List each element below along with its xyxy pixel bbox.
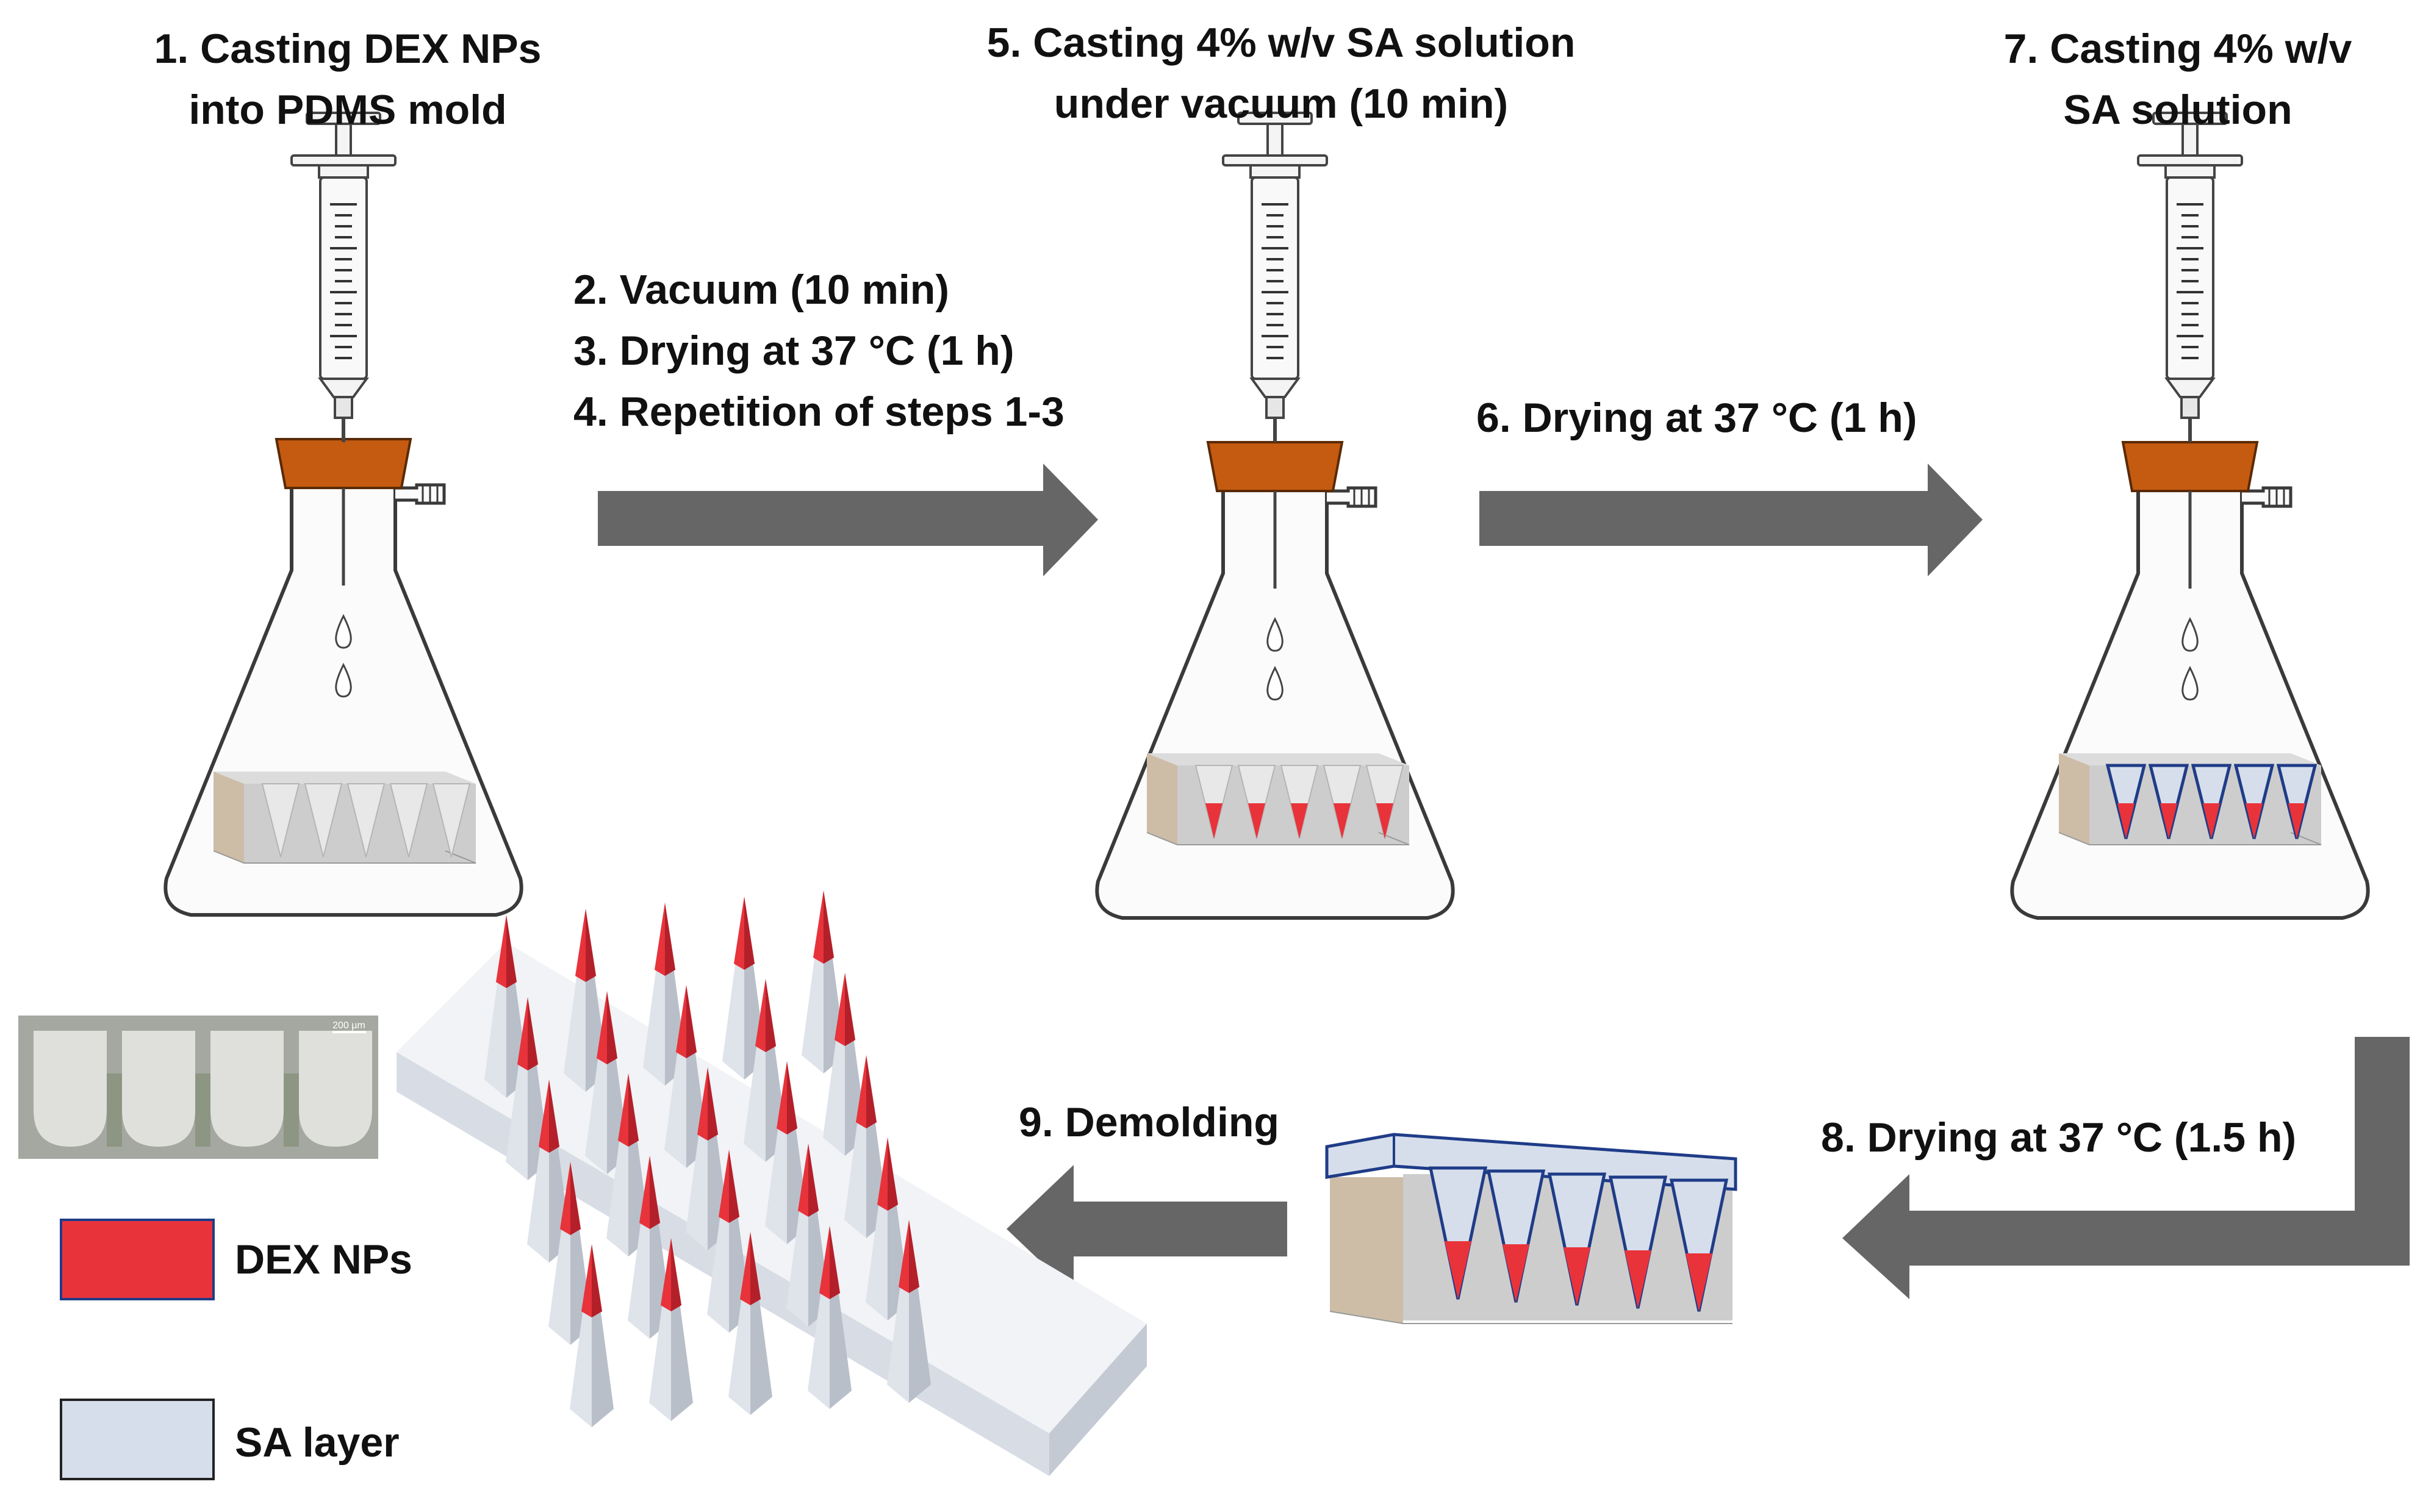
syringe-step7 bbox=[2138, 113, 2242, 442]
pdms-mold-dex-filled bbox=[1146, 753, 1410, 845]
steps2to4-label: 2. Vacuum (10 min) 3. Drying at 37 °C (1… bbox=[573, 267, 1065, 435]
syringe-step5 bbox=[1223, 113, 1327, 442]
legend-swatch-sa bbox=[60, 1399, 215, 1480]
step6-label: 6. Drying at 37 °C (1 h) bbox=[1476, 395, 1917, 441]
arrow-step5-to-step7 bbox=[1479, 464, 1983, 576]
legend-label-sa: SA layer bbox=[235, 1419, 400, 1466]
micrograph-scale-bar: 200 µm bbox=[332, 1020, 365, 1031]
pdms-mold-empty bbox=[213, 771, 476, 864]
step5-label: 5. Casting 4% w/v SA solution under vacu… bbox=[986, 20, 1576, 127]
microneedle-patch bbox=[397, 890, 1147, 1476]
flask-step7 bbox=[2012, 442, 2368, 918]
step9-label: 9. Demolding bbox=[1019, 1099, 1279, 1145]
sem-micrograph: 200 µm bbox=[18, 1016, 378, 1159]
syringe-step1 bbox=[292, 113, 395, 442]
legend-swatch-dex bbox=[60, 1219, 215, 1300]
mold-with-sa-backing bbox=[1325, 1133, 1737, 1324]
arrow-step8-to-step9 bbox=[1007, 1165, 1287, 1293]
pdms-mold-sa-filled bbox=[2058, 753, 2322, 845]
arrow-step1-to-step5 bbox=[598, 464, 1098, 576]
step7-label: 7. Casting 4% w/v SA solution bbox=[2003, 26, 2352, 133]
sa-filled-cavities bbox=[1428, 1166, 1729, 1312]
legend-label-dex: DEX NPs bbox=[235, 1236, 412, 1283]
flask-step5 bbox=[1097, 442, 1452, 918]
step8-label: 8. Drying at 37 °C (1.5 h) bbox=[1821, 1114, 2297, 1161]
arrow-step7-to-step8 bbox=[1842, 1037, 2410, 1299]
step1-label: 1. Casting DEX NPs into PDMS mold bbox=[154, 26, 542, 133]
